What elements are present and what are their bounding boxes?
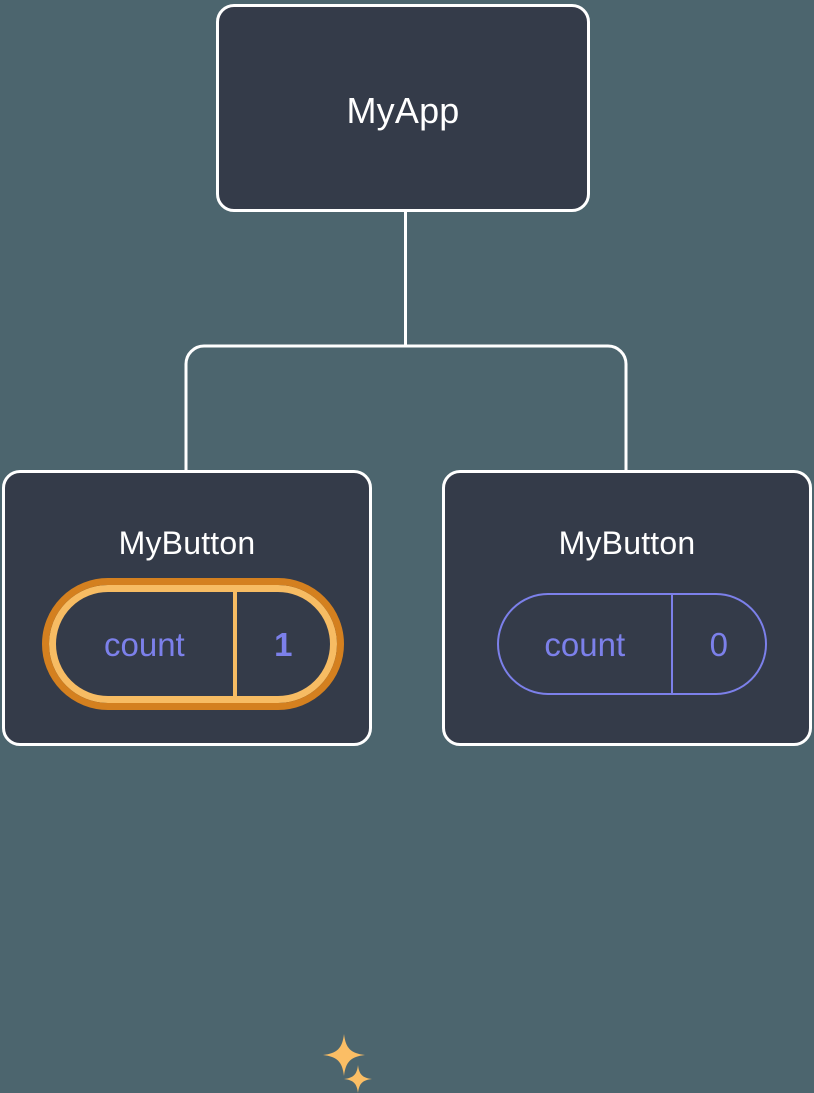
node-myapp[interactable]: MyApp	[216, 4, 590, 212]
connector-branch-right	[405, 344, 628, 472]
node-myapp-label: MyApp	[346, 90, 460, 131]
connector-branch-left	[184, 344, 406, 472]
node-mybutton-left[interactable]: MyButton count 1	[2, 470, 372, 1093]
sparkle-small-icon	[344, 1065, 372, 1093]
state-pill-left-value: 1	[232, 592, 330, 696]
state-pill-right-value: 0	[670, 595, 765, 693]
state-pill-right-key: count	[544, 625, 626, 663]
node-mybutton-right[interactable]: MyButton count 0	[442, 470, 812, 746]
state-pill-right[interactable]: count 0	[497, 593, 767, 695]
node-mybutton-right-label: MyButton	[558, 525, 696, 561]
connector-layer	[184, 212, 628, 472]
diagram-canvas: MyApp MyButton count 1 MyButton count 0	[2, 4, 812, 1093]
node-mybutton-left-label: MyButton	[118, 525, 256, 561]
state-pill-left-key: count	[103, 625, 185, 663]
state-pill-left[interactable]: count 1	[42, 578, 344, 710]
